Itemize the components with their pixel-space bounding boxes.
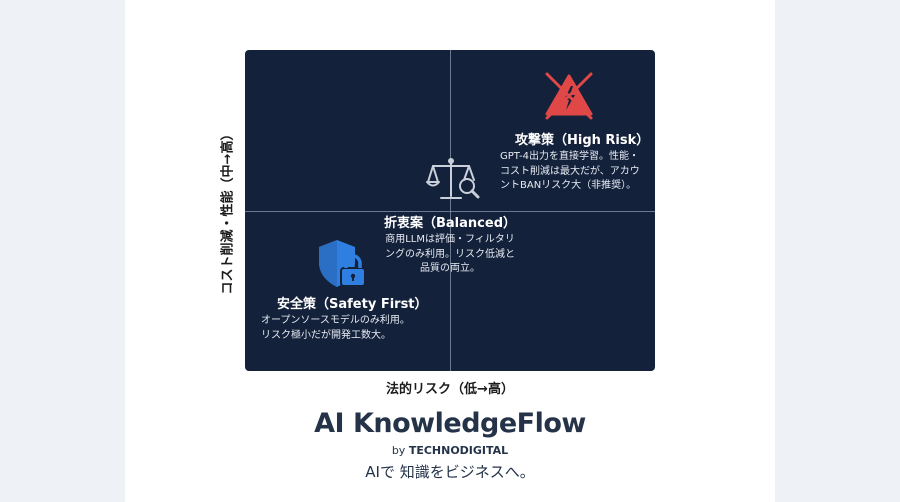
brand-name: AI KnowledgeFlow bbox=[314, 408, 586, 439]
safety-first-title: 安全策（Safety First） bbox=[277, 297, 428, 312]
balanced-title: 折衷案（Balanced） bbox=[384, 216, 516, 231]
x-axis-label: 法的リスク（低→高） bbox=[386, 382, 514, 397]
vertical-divider bbox=[450, 50, 451, 371]
high-risk-description: GPT-4出力を直接学習。性能・ コスト削減は最大だが、アカウ ントBANリスク… bbox=[500, 151, 640, 191]
high-risk-title: 攻撃策（High Risk） bbox=[515, 133, 650, 148]
brand-tagline: AIで 知識をビジネスへ。 bbox=[365, 463, 535, 481]
horizontal-divider bbox=[245, 211, 655, 212]
warning-crossed-icon bbox=[545, 72, 593, 120]
risk-matrix: 攻撃策（High Risk） GPT-4出力を直接学習。性能・ コスト削減は最大… bbox=[245, 50, 655, 371]
shield-lock-icon bbox=[319, 240, 366, 287]
brand-byline: by TECHNODIGITAL bbox=[392, 444, 508, 457]
safety-first-description: オープンソースモデルのみ利用。 リスク極小だが開発工数大。 bbox=[261, 315, 410, 341]
scale-magnifier-icon bbox=[426, 158, 480, 199]
byline-prefix: by bbox=[391, 444, 409, 457]
company-name: TECHNODIGITAL bbox=[408, 444, 509, 457]
balanced-description: 商用LLMは評価・フィルタリ ングのみ利用。リスク低減と 品質の両立。 bbox=[385, 234, 515, 274]
y-axis-label: コスト削減・性能（中→高） bbox=[220, 127, 236, 295]
